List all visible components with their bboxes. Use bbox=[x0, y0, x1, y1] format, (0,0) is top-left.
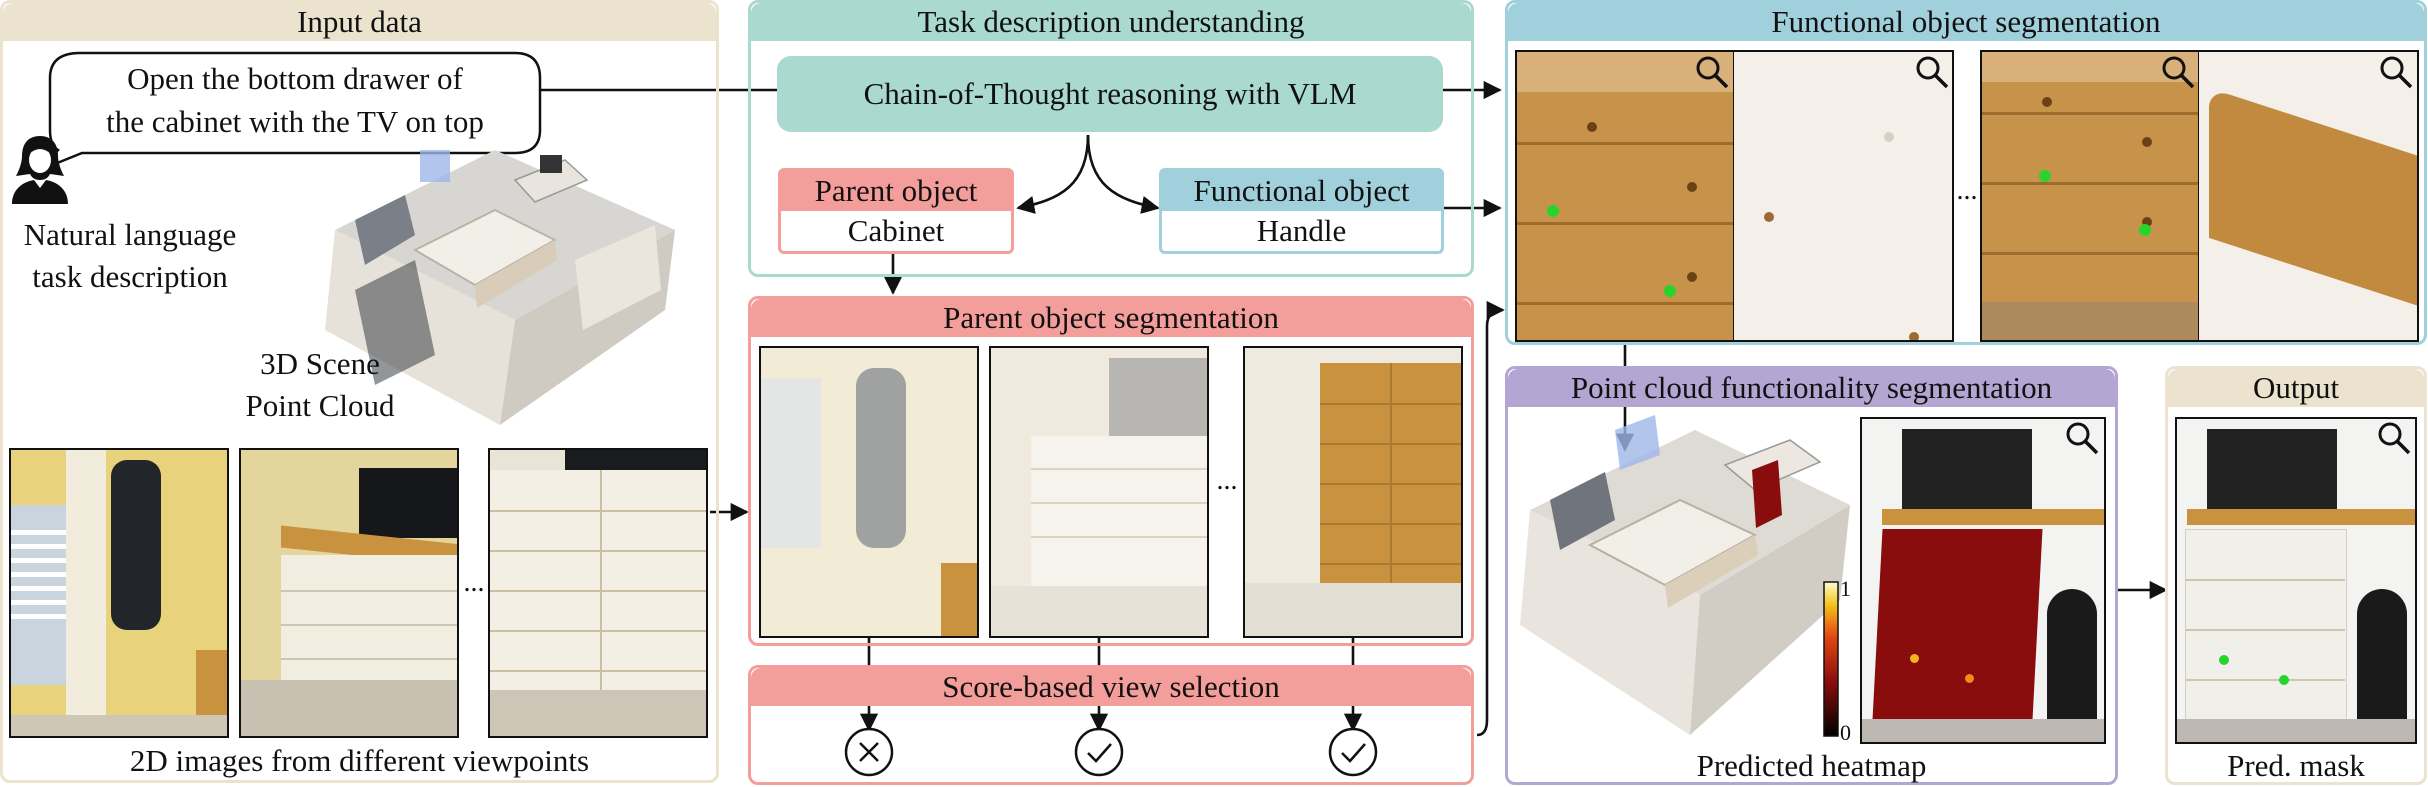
functional-segmentation-panel: Functional object segmentation bbox=[1505, 0, 2427, 345]
speech-line-1: Open the bottom drawer of bbox=[127, 61, 463, 96]
input-views-ellipsis: ... bbox=[463, 567, 485, 598]
input-view-2 bbox=[239, 448, 459, 738]
parent-seg-ellipsis: ... bbox=[1216, 465, 1238, 496]
cross-circle-icon bbox=[844, 727, 894, 777]
magnifier-icon bbox=[2380, 56, 2413, 89]
heatmap-colorbar bbox=[1823, 581, 1839, 737]
cot-reasoning-box: Chain-of-Thought reasoning with VLM bbox=[777, 56, 1443, 132]
pc-heatmap-scene bbox=[1520, 415, 1850, 735]
arrow-cot-to-functional bbox=[1086, 134, 1160, 214]
colorbar-max-label: 1 bbox=[1840, 576, 1851, 601]
pc-segmentation-header: Point cloud functionality segmentation bbox=[1508, 369, 2115, 407]
functional-seg-view-3 bbox=[1980, 50, 2200, 342]
input-data-panel: Input data bbox=[0, 0, 719, 783]
check-circle-icon bbox=[1074, 727, 1124, 777]
colorbar-min-label: 0 bbox=[1840, 720, 1851, 745]
score-selection-panel: Score-based view selection bbox=[748, 665, 1474, 785]
person-caption-line-1: Natural language bbox=[23, 217, 237, 252]
scene-caption-line-1: 3D Scene bbox=[260, 346, 380, 381]
magnifier-icon bbox=[1916, 56, 1949, 89]
pc-heatmap-view bbox=[1860, 417, 2106, 744]
check-circle-icon bbox=[1328, 727, 1378, 777]
functional-seg-ellipsis: ... bbox=[1956, 175, 1978, 206]
input-data-header: Input data bbox=[3, 3, 716, 41]
functional-object-value: Handle bbox=[1256, 213, 1347, 248]
parent-seg-view-2 bbox=[989, 346, 1209, 638]
task-understanding-header: Task description understanding bbox=[751, 3, 1471, 41]
parent-segmentation-header: Parent object segmentation bbox=[751, 299, 1471, 337]
magnifier-icon bbox=[2066, 422, 2099, 455]
arrow-score-to-functional-seg bbox=[1476, 300, 1505, 737]
predicted-heatmap-caption: Predicted heatmap bbox=[1696, 748, 1927, 783]
score-selection-header: Score-based view selection bbox=[751, 668, 1471, 706]
input-view-1 bbox=[9, 448, 229, 738]
magnifier-icon bbox=[2378, 422, 2411, 455]
magnifier-icon bbox=[1696, 56, 1729, 89]
parent-segmentation-panel: Parent object segmentation bbox=[748, 296, 1474, 646]
functional-object-title: Functional object bbox=[1162, 171, 1441, 211]
speech-line-2: the cabinet with the TV on top bbox=[106, 104, 484, 139]
output-panel: Output bbox=[2165, 366, 2427, 785]
parent-seg-view-3 bbox=[1243, 346, 1463, 638]
output-header: Output bbox=[2168, 369, 2424, 407]
speech-bubble bbox=[39, 51, 542, 172]
functional-seg-view-4 bbox=[2199, 50, 2419, 342]
functional-seg-view-1 bbox=[1515, 50, 1735, 342]
parent-object-box: Parent object Cabinet bbox=[778, 168, 1014, 254]
scene-point-cloud bbox=[325, 150, 675, 425]
magnifier-icon bbox=[2162, 56, 2195, 89]
arrow-cot-to-parent bbox=[1016, 134, 1090, 214]
person-caption-line-2: task description bbox=[32, 259, 228, 294]
scene-caption-line-2: Point Cloud bbox=[245, 388, 395, 423]
task-understanding-panel: Task description understanding bbox=[748, 0, 1474, 277]
functional-object-box: Functional object Handle bbox=[1159, 168, 1444, 254]
input-view-3 bbox=[488, 448, 708, 738]
functional-seg-view-2 bbox=[1734, 50, 1954, 342]
pc-segmentation-panel: Point cloud functionality segmentation bbox=[1505, 366, 2118, 785]
pred-mask-caption: Pred. mask bbox=[2227, 748, 2365, 783]
output-mask-view bbox=[2175, 417, 2417, 744]
functional-segmentation-header: Functional object segmentation bbox=[1508, 3, 2424, 41]
person-icon bbox=[12, 136, 68, 204]
input-views-caption: 2D images from different viewpoints bbox=[129, 743, 590, 778]
parent-object-value: Cabinet bbox=[847, 213, 945, 248]
parent-object-title: Parent object bbox=[781, 171, 1011, 211]
parent-seg-view-1 bbox=[759, 346, 979, 638]
